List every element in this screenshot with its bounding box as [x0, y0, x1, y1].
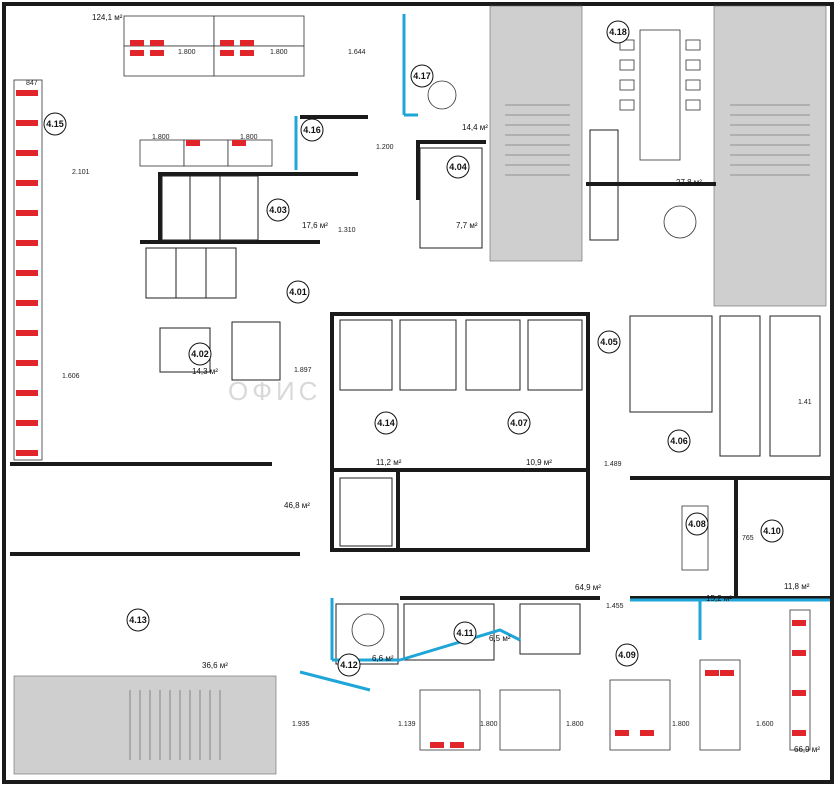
svg-text:1.800: 1.800: [566, 721, 584, 728]
svg-text:66,9 м²: 66,9 м²: [794, 745, 820, 754]
svg-text:17,6 м²: 17,6 м²: [302, 221, 328, 230]
svg-text:4.17: 4.17: [413, 71, 431, 81]
desk-cluster-top: [123, 15, 305, 77]
room-4-17[interactable]: 4.17 14,4 м²: [410, 64, 488, 132]
svg-text:6,5 м²: 6,5 м²: [489, 634, 511, 643]
svg-text:4.14: 4.14: [377, 418, 395, 428]
svg-text:7,7 м²: 7,7 м²: [456, 221, 478, 230]
svg-text:1.800: 1.800: [480, 721, 498, 728]
svg-text:4.07: 4.07: [510, 418, 528, 428]
watermark: ОФИС: [228, 376, 321, 406]
svg-text:15,2 м²: 15,2 м²: [706, 594, 732, 603]
room-4-06[interactable]: 4.06: [667, 429, 691, 453]
svg-text:14,4 м²: 14,4 м²: [462, 123, 488, 132]
svg-text:1.800: 1.800: [240, 134, 258, 141]
room-4-04[interactable]: 4.04 7,7 м²: [446, 155, 478, 230]
svg-text:1.800: 1.800: [672, 721, 690, 728]
desk-cluster-bottom: [419, 609, 811, 751]
desk-cluster-mid: [139, 139, 273, 167]
svg-text:27,8 м²: 27,8 м²: [676, 178, 702, 187]
svg-text:11,8 м²: 11,8 м²: [784, 582, 810, 591]
svg-text:4.11: 4.11: [456, 628, 473, 638]
room-4-02[interactable]: 4.02 14,3 м²: [188, 342, 218, 376]
room-4-15[interactable]: 4.15: [43, 112, 67, 136]
area-top-left: 124,1 м²: [92, 13, 123, 22]
svg-text:1.489: 1.489: [604, 461, 622, 468]
svg-text:1.310: 1.310: [338, 227, 356, 234]
svg-text:4.12: 4.12: [340, 660, 358, 670]
svg-text:4.03: 4.03: [269, 205, 287, 215]
room-4-18[interactable]: 4.18 27,8 м²: [606, 20, 702, 187]
svg-text:1.139: 1.139: [398, 721, 416, 728]
stairwell-bottom-left: [13, 675, 277, 775]
area-hall-right: 64,9 м²: [575, 583, 601, 592]
svg-text:1.800: 1.800: [270, 49, 288, 56]
area-hall-left: 46,8 м²: [284, 501, 310, 510]
dimension-labels: 1.800 1.800 1.644 1.800 1.800 2.101 1.20…: [26, 49, 812, 728]
stairwell-top-right: [713, 5, 827, 307]
svg-text:1.644: 1.644: [348, 49, 366, 56]
svg-text:4.02: 4.02: [191, 349, 209, 359]
svg-text:4.06: 4.06: [670, 436, 688, 446]
svg-text:765: 765: [742, 535, 754, 542]
svg-text:36,6 м²: 36,6 м²: [202, 661, 228, 670]
svg-text:4.10: 4.10: [763, 526, 781, 536]
glass-partitions: [294, 14, 830, 692]
meeting-table-4-18: [619, 29, 701, 239]
svg-text:4.09: 4.09: [618, 650, 636, 660]
room-labels[interactable]: 4.15 4.16 4.17 14,4 м² 4.18 27,8 м² 4.03 17…: [43, 20, 820, 754]
svg-text:1.800: 1.800: [152, 134, 170, 141]
room-4-16[interactable]: 4.16: [300, 118, 324, 142]
room-4-10[interactable]: 4.10 11,8 м²: [760, 519, 810, 591]
svg-text:1.800: 1.800: [178, 49, 196, 56]
room-4-05[interactable]: 4.05: [597, 330, 621, 354]
svg-text:6,6 м²: 6,6 м²: [372, 654, 394, 663]
svg-text:4.16: 4.16: [303, 125, 321, 135]
svg-text:11,2 м²: 11,2 м²: [376, 458, 402, 467]
room-4-12[interactable]: 4.12 6,6 м²: [337, 653, 394, 677]
svg-text:4.05: 4.05: [600, 337, 618, 347]
svg-text:1.935: 1.935: [292, 721, 310, 728]
stairwell-top-left: [489, 5, 583, 262]
room-4-08[interactable]: 4.08 15,2 м²: [685, 512, 732, 603]
svg-text:847: 847: [26, 80, 38, 87]
svg-text:2.101: 2.101: [72, 169, 90, 176]
svg-text:14,3 м²: 14,3 м²: [192, 367, 218, 376]
interior-walls: [10, 115, 830, 600]
svg-text:1.41: 1.41: [798, 399, 812, 406]
svg-text:1.606: 1.606: [62, 373, 80, 380]
svg-text:1.600: 1.600: [756, 721, 774, 728]
room-4-03[interactable]: 4.03 17,6 м²: [266, 198, 328, 230]
room-4-07[interactable]: 4.07 10,9 м²: [507, 411, 552, 467]
svg-text:1.897: 1.897: [294, 367, 312, 374]
room-4-14[interactable]: 4.14 11,2 м²: [374, 411, 402, 467]
svg-text:4.15: 4.15: [46, 119, 64, 129]
room-4-11[interactable]: 4.11 6,5 м²: [453, 621, 511, 645]
svg-text:1.200: 1.200: [376, 144, 394, 151]
room-4-13[interactable]: 4.13 36,6 м²: [126, 608, 228, 670]
svg-text:4.01: 4.01: [289, 287, 307, 297]
room-4-01[interactable]: 4.01: [286, 280, 310, 304]
svg-text:10,9 м²: 10,9 м²: [526, 458, 552, 467]
svg-text:4.04: 4.04: [449, 162, 467, 172]
svg-text:4.08: 4.08: [688, 519, 706, 529]
svg-text:1.455: 1.455: [606, 603, 624, 610]
room-4-09[interactable]: 4.09 66,9 м²: [615, 643, 820, 754]
stair-treads: [129, 104, 810, 760]
desk-column-left: [13, 79, 43, 461]
svg-text:4.18: 4.18: [609, 27, 627, 37]
svg-text:4.13: 4.13: [129, 615, 147, 625]
